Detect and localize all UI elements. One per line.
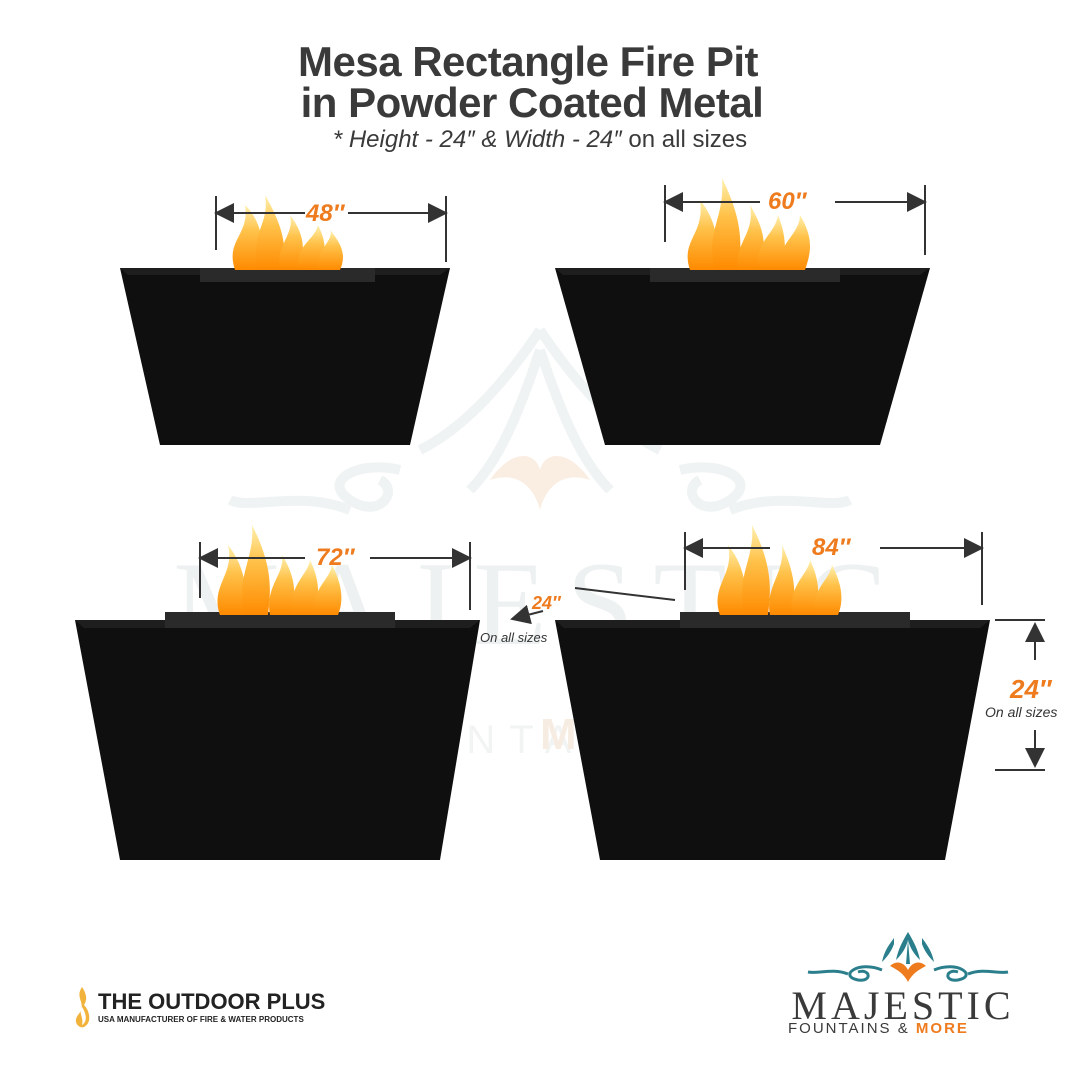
- width-label-72: 72″: [316, 544, 355, 571]
- height-label: 24″: [1010, 674, 1052, 704]
- width-label-60: 60″: [768, 188, 807, 215]
- outdoor-plus-logo: THE OUTDOOR PLUS USA MANUFACTURER OF FIR…: [70, 985, 330, 1035]
- fire-pit-48: [120, 195, 450, 445]
- page-title-line1: Mesa Rectangle Fire Pit: [298, 38, 759, 85]
- majestic-name: MAJESTIC: [791, 983, 1015, 1028]
- subtitle-tail: on all sizes: [621, 126, 748, 153]
- majestic-tagline-more: MORE: [915, 1020, 969, 1037]
- fire-pit-60: [555, 178, 930, 445]
- outdoor-plus-tagline: USA MANUFACTURER OF FIRE & WATER PRODUCT…: [98, 1015, 304, 1024]
- outdoor-plus-name: THE OUTDOOR PLUS: [98, 989, 326, 1014]
- depth-note: On all sizes: [480, 630, 548, 645]
- flame-icon: [75, 987, 90, 1028]
- height-note: On all sizes: [985, 704, 1058, 720]
- majestic-tagline-main: FOUNTAINS &: [788, 1020, 916, 1037]
- fire-pit-84: [555, 525, 990, 860]
- fire-pit-72: [75, 525, 480, 860]
- majestic-tagline: FOUNTAINS & MORE: [788, 1020, 969, 1037]
- page-title-line2: in Powder Coated Metal: [300, 79, 764, 126]
- width-label-84: 84″: [812, 534, 851, 561]
- majestic-logo: MAJESTIC FOUNTAINS & MORE: [770, 930, 1030, 1040]
- page-subtitle: * Height - 24″ & Width - 24″ on all size…: [0, 126, 1080, 154]
- fountain-ornament-icon: [807, 932, 1009, 982]
- subtitle-main: * Height - 24″ & Width - 24″: [332, 126, 622, 153]
- width-label-48: 48″: [306, 200, 345, 227]
- depth-label: 24″: [532, 593, 561, 613]
- watermark-logo: [227, 327, 853, 515]
